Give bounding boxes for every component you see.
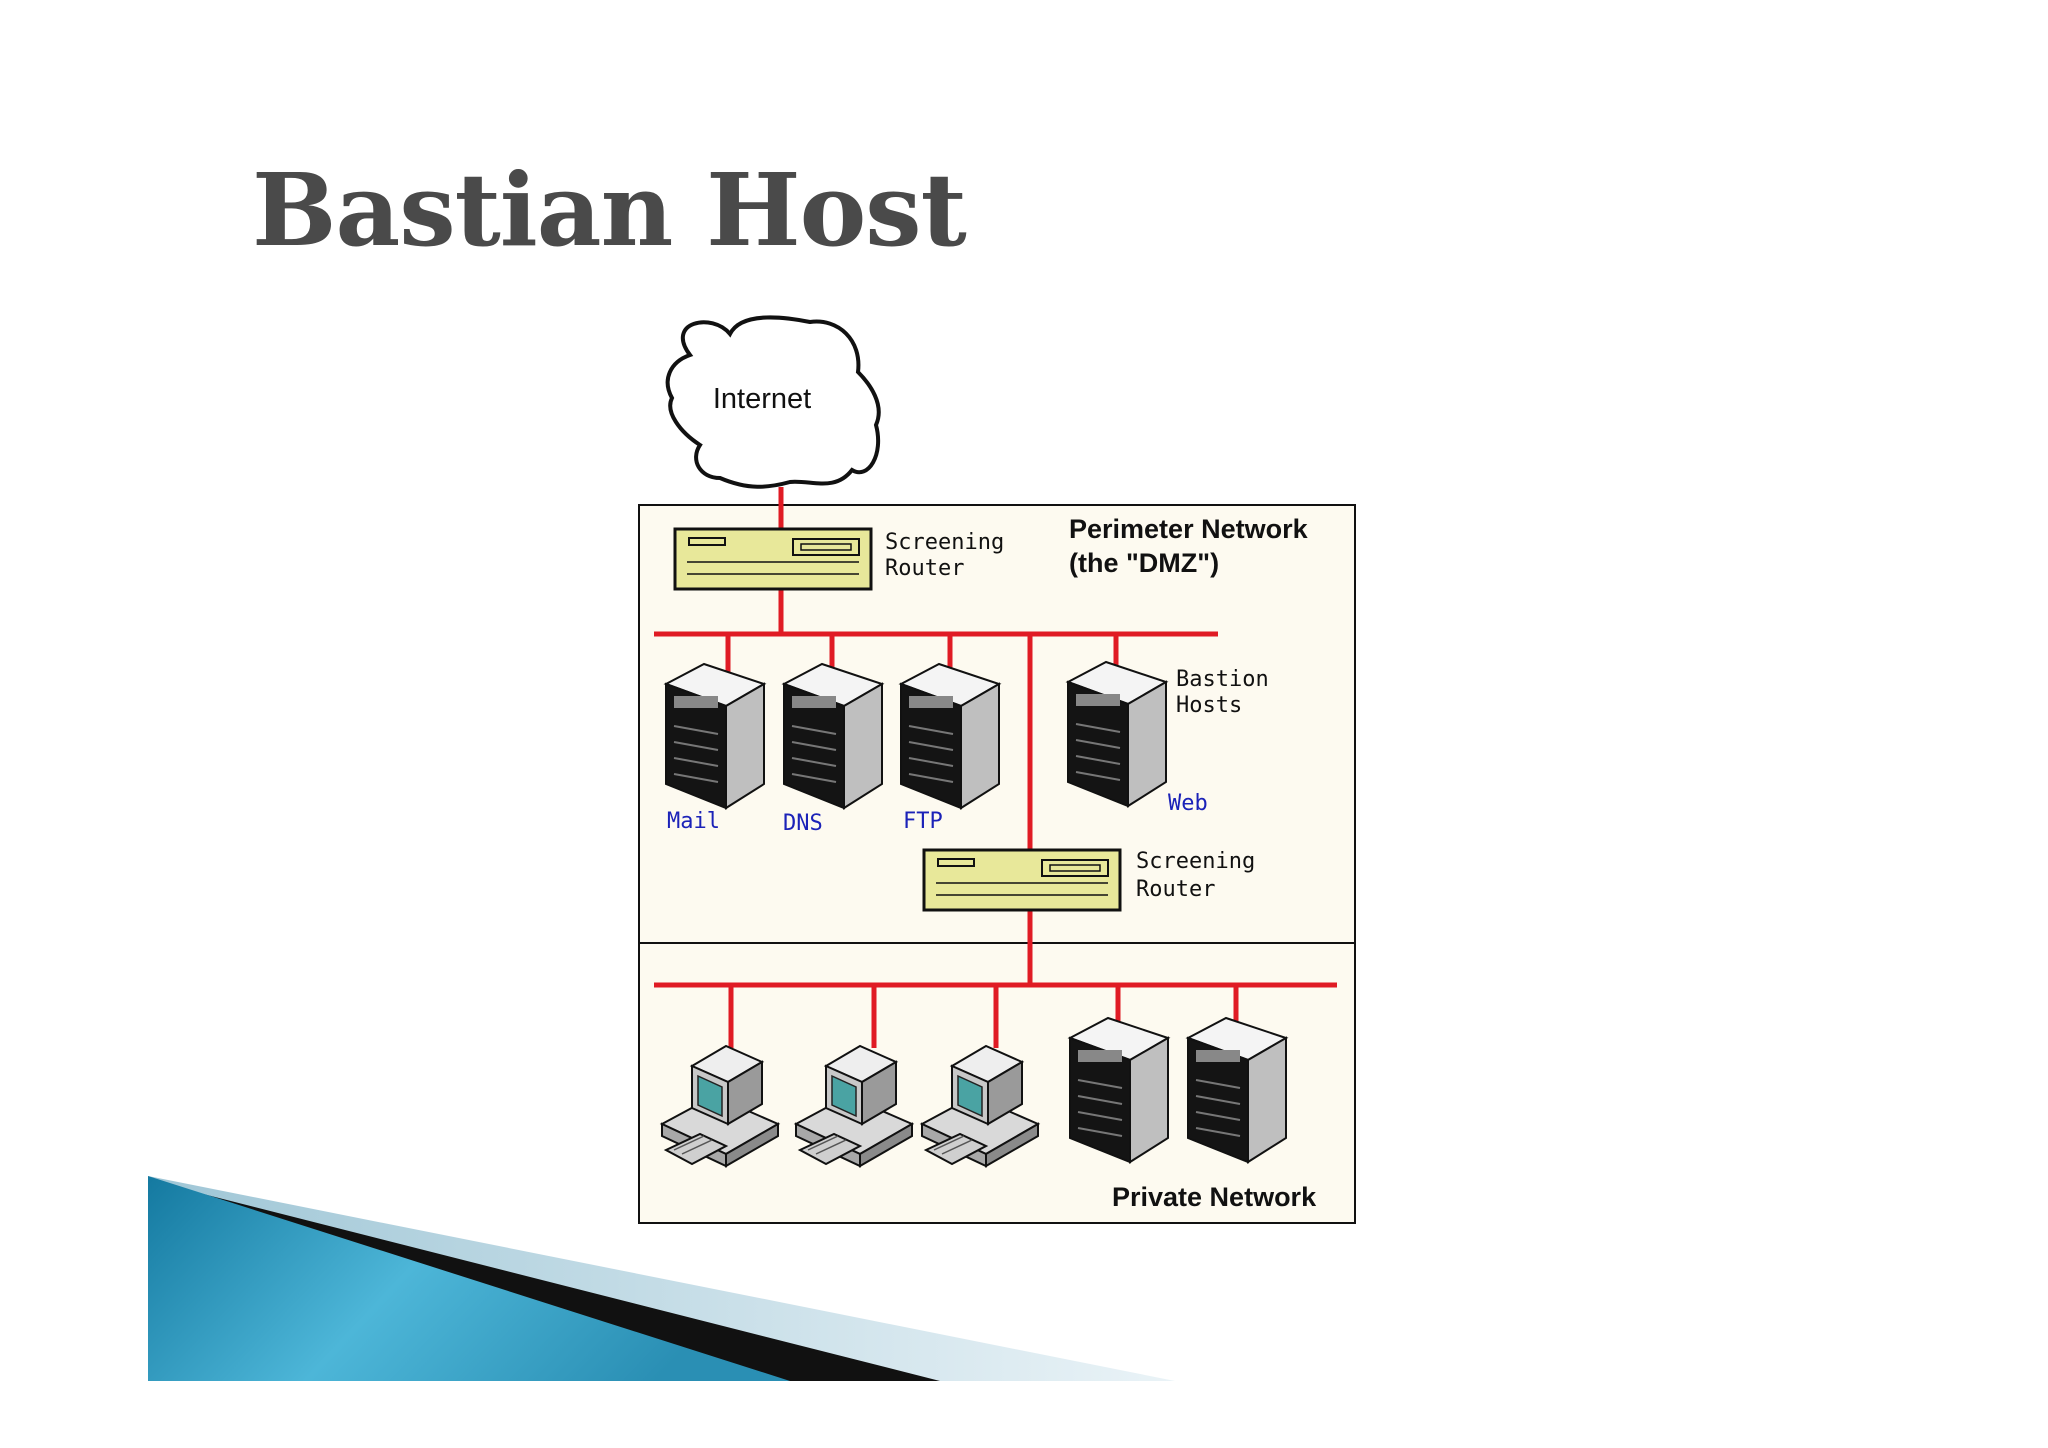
- slide-title: Bastian Host: [252, 151, 967, 269]
- server-tower-icon: [1067, 661, 1167, 807]
- bastion-hosts-label-line1: Bastion: [1176, 667, 1269, 692]
- perimeter-label-line2: (the "DMZ"): [1069, 548, 1219, 578]
- top-router-label-line1: Screening: [885, 530, 1004, 555]
- private-server-1: [1069, 1017, 1169, 1163]
- decor-teal-wedge: [148, 1176, 790, 1381]
- top-screening-router: Screening Router: [673, 527, 1004, 591]
- bastion-host-label: Mail: [667, 809, 720, 834]
- bastion-hosts-label-line2: Hosts: [1176, 693, 1242, 718]
- cloud-label: Internet: [713, 383, 811, 415]
- server-tower-icon: [783, 663, 883, 809]
- inner-screening-router: Screening Router: [922, 848, 1255, 912]
- bastion-host-ftp: FTP: [900, 663, 1000, 834]
- top-router-label-line2: Router: [885, 556, 964, 581]
- private-server-2: [1187, 1017, 1287, 1163]
- private-network-label: Private Network: [1112, 1182, 1317, 1212]
- bastion-host-mail: Mail: [665, 663, 765, 834]
- bastion-host-web: Web: [1067, 661, 1208, 816]
- server-tower-icon: [1069, 1017, 1169, 1163]
- server-tower-icon: [665, 663, 765, 809]
- router-icon: [673, 527, 873, 591]
- router-icon: [922, 848, 1122, 912]
- perimeter-label-line1: Perimeter Network: [1069, 514, 1309, 544]
- cloud-icon: [665, 315, 881, 489]
- bastion-host-label: Web: [1168, 791, 1208, 816]
- network-links: [654, 487, 1337, 1048]
- bastion-host-label: FTP: [903, 809, 943, 834]
- internet-cloud: Internet: [665, 315, 881, 489]
- server-tower-icon: [1187, 1017, 1287, 1163]
- inner-router-label-line1: Screening: [1136, 849, 1255, 874]
- bastion-host-label: DNS: [783, 811, 823, 836]
- server-tower-icon: [900, 663, 1000, 809]
- inner-router-label-line2: Router: [1136, 877, 1215, 902]
- bastion-host-dns: DNS: [783, 663, 883, 836]
